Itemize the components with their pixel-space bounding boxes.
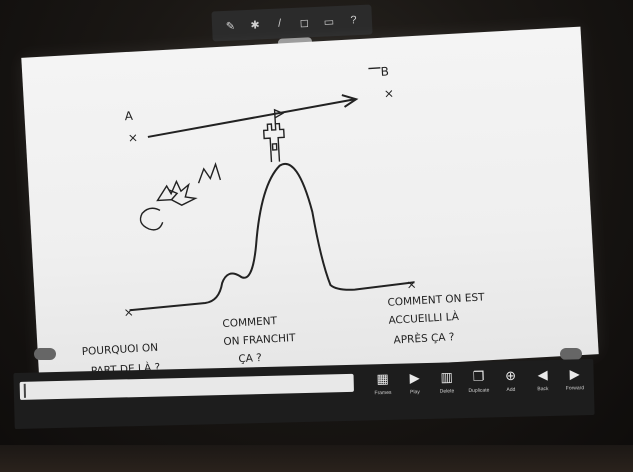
add-label: Add (506, 386, 516, 394)
duplicate-label: Duplicate (468, 387, 490, 394)
pen-icon[interactable]: ✎ (225, 19, 236, 33)
whiteboard-canvas[interactable]: A × B × × × POURQUOI ON PART DE LÀ ? (21, 26, 599, 386)
caption-middle: COMMENT ON FRANCHIT ÇA ? (222, 315, 296, 365)
delete-label: Delete (439, 388, 455, 395)
label-a: A (124, 109, 134, 123)
timeline-scrubber[interactable] (19, 373, 354, 400)
sketch: A × B × × × POURQUOI ON PART DE LÀ ? (81, 64, 485, 377)
brush-icon[interactable]: ✱ (250, 18, 260, 32)
playhead[interactable] (23, 383, 27, 398)
text-icon[interactable]: ▭ (323, 15, 335, 29)
add-icon: ⊕ (504, 367, 517, 384)
delete-button[interactable]: ▥ Delete (433, 368, 460, 395)
frames-button[interactable]: ▦ Frames (369, 370, 396, 397)
grid-icon: ▦ (376, 370, 389, 387)
caption-right-line1: COMMENT ON EST (387, 291, 485, 308)
eraser-icon[interactable]: / (277, 17, 282, 30)
forward-button[interactable]: ▶ Forward (561, 365, 588, 392)
hill-curve (129, 163, 415, 312)
duplicate-button[interactable]: ❐ Duplicate (465, 367, 492, 394)
caption-mid-line3: ÇA ? (238, 352, 262, 365)
back-icon: ◀ (537, 367, 548, 383)
trash-icon: ▥ (440, 369, 453, 385)
frames-label: Frames (374, 389, 392, 397)
duplicate-icon: ❐ (472, 368, 485, 384)
room-floor (0, 445, 633, 472)
back-button[interactable]: ◀ Back (529, 366, 556, 393)
scroll-right-tab[interactable] (560, 348, 582, 360)
forward-icon: ▶ (569, 366, 580, 382)
back-label: Back (537, 386, 549, 393)
play-icon: ▶ (409, 370, 420, 386)
caption-right-line2: ACCUEILLI LÀ (388, 310, 460, 327)
label-b: B (380, 64, 389, 78)
play-button[interactable]: ▶ Play (401, 369, 428, 396)
add-button[interactable]: ⊕ Add (497, 367, 524, 394)
player-tools: ▦ Frames ▶ Play ▥ Delete ❐ Duplicate ⊕ A… (369, 365, 588, 396)
x-mark-b: × (383, 86, 394, 101)
shape-icon[interactable]: ◻ (299, 16, 310, 30)
scroll-left-tab[interactable] (34, 348, 56, 360)
caption-mid-line1: COMMENT (222, 315, 278, 330)
arrow-line (147, 98, 355, 138)
x-mark-start: × (123, 305, 134, 320)
b-underline (368, 67, 381, 70)
x-mark-end: × (406, 277, 417, 292)
caption-left-line1: POURQUOI ON (81, 342, 158, 358)
caption-right: COMMENT ON EST ACCUEILLI LÀ APRÈS ÇA ? (387, 291, 485, 346)
x-mark-a: × (128, 131, 139, 146)
help-icon[interactable]: ? (350, 14, 357, 27)
castle-doodle (262, 108, 285, 163)
caption-mid-line2: ON FRANCHIT (223, 332, 296, 348)
dragon-doodle (139, 162, 222, 231)
play-label: Play (410, 389, 420, 396)
forward-label: Forward (565, 385, 585, 392)
caption-right-line3: APRÈS ÇA ? (393, 330, 455, 346)
arrowhead (341, 94, 359, 108)
